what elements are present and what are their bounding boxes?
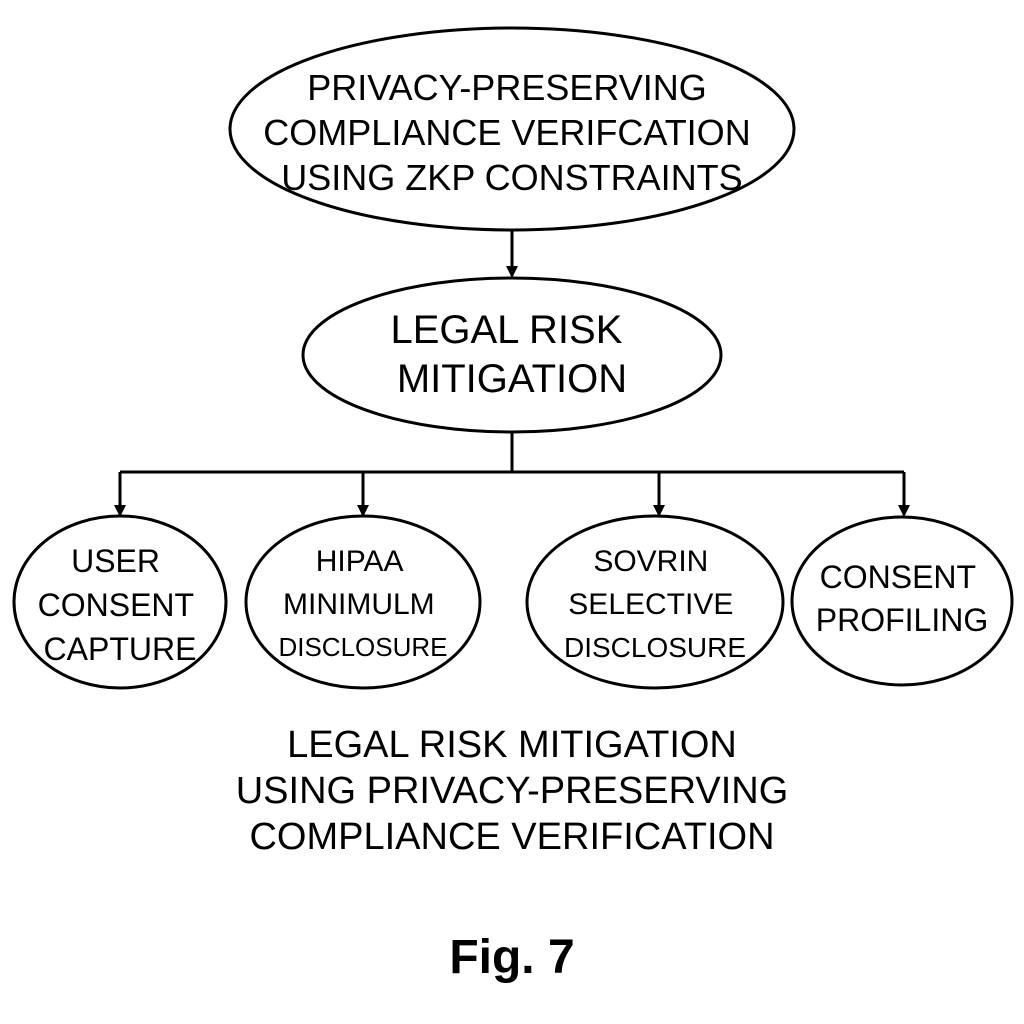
node-root-shape xyxy=(228,26,796,232)
node-leaf-consent-profiling-label: CONSENT PROFILING xyxy=(816,559,988,638)
node-leaf-user-consent-capture-label: USER CONSENT CAPTURE xyxy=(38,543,203,667)
node-leaf-user-consent-capture-line-1: USER xyxy=(71,543,160,579)
node-leaf-sovrin-selective-disclosure-line-3: DISCLOSURE xyxy=(564,632,746,663)
node-leaf-user-consent-capture-line-2: CONSENT xyxy=(38,587,194,623)
figure-caption-line-2: USING PRIVACY-PRESERVING xyxy=(235,770,789,812)
node-root-line-1: PRIVACY-PRESERVING xyxy=(307,67,706,108)
node-leaf-sovrin-selective-disclosure-label: SOVRIN SELECTIVE DISCLOSURE xyxy=(564,545,746,663)
node-leaf-user-consent-capture-shape xyxy=(12,514,228,690)
figure-caption-line-3: COMPLIANCE VERIFICATION xyxy=(249,816,775,858)
node-middle-label: LEGAL RISK MITIGATION xyxy=(390,308,633,401)
node-leaf-hipaa-minimum-disclosure-line-3: DISCLOSURE xyxy=(278,632,447,662)
node-leaf-hipaa-minimum-disclosure-line-1: HIPAA xyxy=(316,545,404,578)
node-leaf-sovrin-selective-disclosure-shape xyxy=(525,514,785,690)
node-root-line-3: USING ZKP CONSTRAINTS xyxy=(281,157,742,198)
node-middle-shape xyxy=(301,276,723,434)
node-middle-line-2: MITIGATION xyxy=(397,357,627,401)
node-leaf-consent-profiling-shape xyxy=(790,515,1014,687)
node-leaf-sovrin-selective-disclosure: SOVRIN SELECTIVE DISCLOSURE xyxy=(525,514,785,690)
node-leaf-hipaa-minimum-disclosure-shape xyxy=(244,514,482,690)
figure-caption: LEGAL RISK MITIGATION USING PRIVACY-PRES… xyxy=(0,722,1024,860)
figure-number: Fig. 7 xyxy=(449,931,575,984)
node-middle: LEGAL RISK MITIGATION xyxy=(301,276,723,434)
node-root: PRIVACY-PRESERVING COMPLIANCE VERIFCATIO… xyxy=(228,26,796,232)
node-leaf-consent-profiling-line-2: PROFILING xyxy=(816,602,988,638)
node-leaf-hipaa-minimum-disclosure-label: HIPAA MINIMULM DISCLOSURE xyxy=(278,545,447,662)
node-leaf-consent-profiling: CONSENT PROFILING xyxy=(790,515,1014,687)
node-leaf-user-consent-capture: USER CONSENT CAPTURE xyxy=(12,514,228,690)
figure-caption-line-1: LEGAL RISK MITIGATION xyxy=(287,724,737,766)
node-leaf-hipaa-minimum-disclosure: HIPAA MINIMULM DISCLOSURE xyxy=(244,514,482,690)
node-leaf-consent-profiling-line-1: CONSENT xyxy=(820,559,976,595)
node-leaf-user-consent-capture-line-3: CAPTURE xyxy=(44,631,197,667)
node-root-label: PRIVACY-PRESERVING COMPLIANCE VERIFCATIO… xyxy=(263,67,760,198)
node-middle-line-1: LEGAL RISK xyxy=(390,308,622,352)
node-root-line-2: COMPLIANCE VERIFCATION xyxy=(263,112,750,153)
node-leaf-hipaa-minimum-disclosure-line-2: MINIMULM xyxy=(283,588,435,621)
node-leaf-sovrin-selective-disclosure-line-2: SELECTIVE xyxy=(568,588,733,621)
node-leaf-sovrin-selective-disclosure-line-1: SOVRIN xyxy=(593,545,708,578)
